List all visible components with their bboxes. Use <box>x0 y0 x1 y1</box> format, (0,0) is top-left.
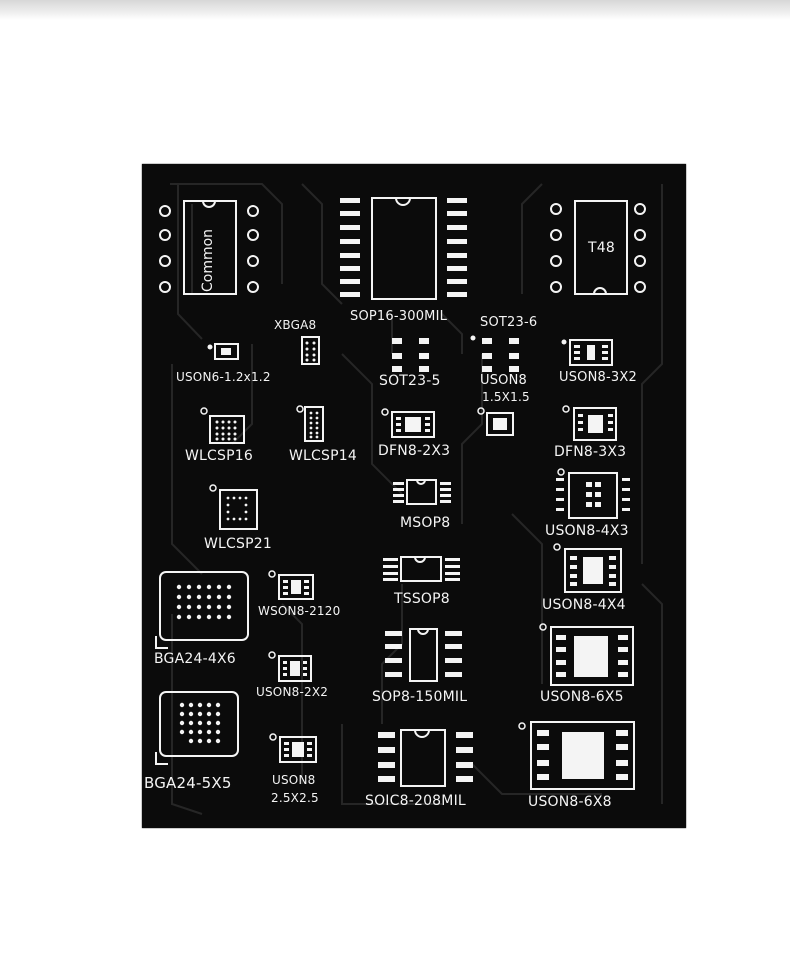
label-common: Common <box>200 228 216 292</box>
pcb-adapter-board: Common T48 SOP16-300MIL XBGA8 SOT23-6 US… <box>142 164 686 828</box>
sop8-footprint <box>385 628 462 682</box>
label-dfn8-2x3: DFN8-2X3 <box>378 443 451 459</box>
label-uson8-6x8: USON8-6X8 <box>528 794 612 810</box>
uson8-3x2-footprint <box>561 339 613 366</box>
label-wlcsp21: WLCSP21 <box>204 536 272 552</box>
label-uson8-2x2: USON8-2X2 <box>256 685 329 699</box>
label-sop8: SOP8-150MIL <box>372 689 468 705</box>
label-sot23-5: SOT23-5 <box>379 373 441 389</box>
dfn8-3x3-footprint <box>562 405 617 441</box>
dfn8-2x3-footprint <box>381 408 435 438</box>
common-dip-footprint <box>159 200 259 295</box>
wlcsp16-footprint <box>200 407 245 444</box>
pcb-artwork <box>155 183 663 815</box>
label-uson8-4x4: USON8-4X4 <box>542 597 626 613</box>
label-wlcsp16: WLCSP16 <box>185 448 253 464</box>
label-bga24-5x5: BGA24-5X5 <box>144 774 232 792</box>
bga24-4x6-footprint <box>155 571 249 649</box>
uson8-4x3-footprint <box>556 468 630 519</box>
soic8-footprint <box>378 729 473 787</box>
label-tssop8: TSSOP8 <box>394 591 450 607</box>
label-uson8-4x3: USON8-4X3 <box>545 523 629 539</box>
uson8-2-5-footprint <box>269 733 317 763</box>
label-uson8-2-5: USON8 <box>272 773 316 787</box>
uson6-footprint <box>207 343 239 360</box>
uson8-2x2-footprint <box>268 651 312 682</box>
label-msop8: MSOP8 <box>400 515 451 531</box>
tssop8-footprint <box>383 556 460 582</box>
label-uson8-2-5-size: 2.5X2.5 <box>271 791 319 805</box>
label-uson8-1-5-size: 1.5X1.5 <box>482 390 530 404</box>
label-wson8: WSON8-2120 <box>258 604 341 618</box>
label-bga24-4x6: BGA24-4X6 <box>154 651 236 667</box>
label-t48: T48 <box>588 240 615 256</box>
sop16-footprint <box>340 197 467 300</box>
sot23-pads <box>392 335 519 372</box>
label-soic8: SOIC8-208MIL <box>365 793 466 809</box>
label-uson6: USON6-1.2x1.2 <box>176 370 271 384</box>
bga24-5x5-footprint <box>155 691 239 765</box>
label-wlcsp14: WLCSP14 <box>289 448 357 464</box>
wlcsp14-footprint <box>296 405 324 442</box>
label-uson8-6x5: USON8-6X5 <box>540 689 624 705</box>
label-sot23-6: SOT23-6 <box>480 315 538 330</box>
xbga8-footprint <box>301 336 320 365</box>
uson8-6x8-footprint <box>518 721 635 790</box>
label-uson8-1-5: USON8 <box>480 373 527 388</box>
uson8-4x4-footprint <box>553 543 622 593</box>
trace-layer <box>170 183 663 815</box>
uson8-1-5-footprint <box>477 407 514 436</box>
uson8-6x5-footprint <box>539 623 634 686</box>
label-xbga8: XBGA8 <box>274 318 317 332</box>
wlcsp21-footprint <box>209 484 258 530</box>
label-dfn8-3x3: DFN8-3X3 <box>554 444 627 460</box>
label-sop16: SOP16-300MIL <box>350 309 448 324</box>
msop8-footprint <box>393 479 451 505</box>
wson8-footprint <box>268 570 314 600</box>
label-uson8-3x2: USON8-3X2 <box>559 370 637 385</box>
photo-top-shadow <box>0 0 790 20</box>
t48-dip-footprint <box>550 200 646 295</box>
